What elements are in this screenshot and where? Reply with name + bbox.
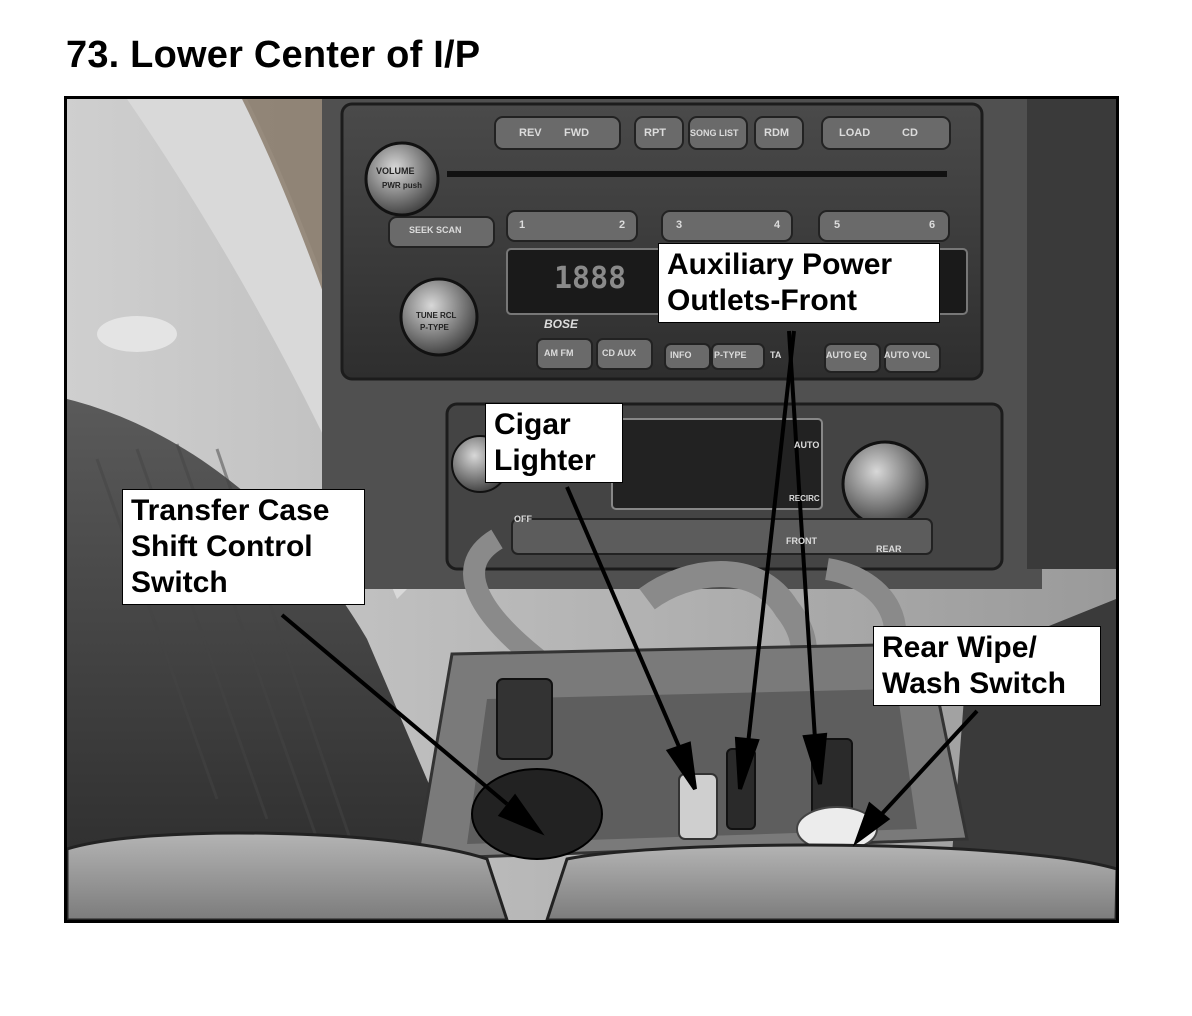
cd-aux-label: CD AUX [602, 348, 636, 358]
load-cd-button[interactable] [821, 116, 951, 150]
transfer-arrow-line [280, 613, 509, 806]
tune-label: TUNE RCL [416, 311, 457, 320]
rdm-button[interactable] [754, 116, 804, 150]
hvac-rear-label: REAR [876, 544, 902, 554]
callout-cigar-line-2: Lighter [494, 444, 596, 477]
cupholder-left [67, 831, 509, 920]
rearwipe-arrow-head [852, 801, 891, 847]
callout-aux-line-2: Outlets-Front [667, 284, 857, 317]
callout-cigar-line-1: Cigar [494, 408, 571, 441]
callout-cigar-lighter: Cigar Lighter [485, 403, 623, 483]
auto-eq-label: AUTO EQ [826, 350, 867, 360]
aux-arrow-left-line [746, 330, 796, 745]
tune-knob[interactable] [399, 277, 479, 357]
floor-mat-ribs [95, 443, 359, 860]
preset-4-label: 4 [774, 219, 781, 231]
hvac-recirc-label: RECIRC [789, 494, 820, 503]
info-label: INFO [670, 350, 692, 360]
aux-arrow-left-head [734, 736, 760, 790]
photo-frame [64, 96, 1119, 923]
cigar-arrow-head [665, 741, 697, 791]
cigar-arrow-line [565, 486, 682, 750]
info-button[interactable] [664, 343, 711, 370]
preset-1-label: 1 [519, 219, 525, 231]
leader-arrows [280, 330, 979, 847]
am-fm-button[interactable] [536, 338, 593, 370]
preset-6-label: 6 [929, 219, 935, 231]
rdm-label: RDM [764, 127, 789, 139]
transfer-case-switch-body [471, 768, 603, 860]
volume-label: VOLUME [376, 166, 415, 176]
radio-labels: REV FWD RPT SONG LIST RDM LOAD CD VOLUME… [376, 127, 935, 554]
rpt-button[interactable] [634, 116, 684, 150]
bose-label: BOSE [544, 317, 579, 331]
rev-fwd-button[interactable] [494, 116, 621, 150]
aux-arrow-right-line [787, 330, 817, 740]
seek-label: SEEK SCAN [409, 225, 462, 235]
fwd-label: FWD [564, 127, 589, 139]
ptype-button[interactable] [711, 343, 765, 370]
transfer-case-connector [496, 678, 553, 760]
cigar-lighter-socket [678, 773, 718, 840]
dashboard-photo [67, 99, 1116, 920]
page-title: 73. Lower Center of I/P [66, 34, 481, 76]
ta-label: TA [770, 350, 782, 360]
seek-button[interactable] [388, 216, 495, 248]
callout-auxiliary-power-outlets: Auxiliary Power Outlets-Front [658, 243, 940, 323]
cd-label: CD [902, 127, 918, 139]
preset-3-label: 3 [676, 219, 682, 231]
load-label: LOAD [839, 127, 870, 139]
preset-5-label: 5 [834, 219, 840, 231]
rev-label: REV [519, 127, 542, 139]
am-fm-label: AM FM [544, 348, 574, 358]
song-list-button[interactable] [688, 116, 748, 150]
volume-sub-label: PWR push [382, 181, 422, 190]
preset-1-2-button[interactable] [506, 210, 638, 242]
rpt-label: RPT [644, 127, 666, 139]
hvac-auto-label: AUTO [794, 440, 819, 450]
auto-eq-button[interactable] [824, 343, 881, 373]
callout-transfer-line-2: Shift Control [131, 530, 313, 563]
radio-display-value: 1888 [554, 261, 626, 296]
song-list-label: SONG LIST [690, 128, 739, 138]
callout-rearwipe-line-1: Rear Wipe/ [882, 631, 1037, 664]
preset-2-label: 2 [619, 219, 625, 231]
cd-slot [447, 171, 947, 177]
preset-5-6-button[interactable] [818, 210, 950, 242]
callout-rearwipe-line-2: Wash Switch [882, 667, 1066, 700]
cd-aux-button[interactable] [596, 338, 653, 370]
hvac-off-label: OFF [514, 514, 532, 524]
callout-transfer-line-1: Transfer Case [131, 494, 330, 527]
pedal-area [97, 316, 177, 352]
auto-vol-button[interactable] [884, 343, 941, 373]
hvac-front-label: FRONT [786, 536, 817, 546]
transfer-arrow-head [497, 793, 545, 836]
volume-knob[interactable] [364, 141, 440, 217]
rearwipe-arrow-line [877, 709, 979, 819]
callout-transfer-case-switch: Transfer Case Shift Control Switch [122, 489, 365, 605]
ptype-knob-label: P-TYPE [420, 323, 450, 332]
callout-rear-wipe-switch: Rear Wipe/ Wash Switch [873, 626, 1101, 706]
preset-3-4-button[interactable] [661, 210, 793, 242]
ptype-label: P-TYPE [714, 350, 747, 360]
callout-transfer-line-3: Switch [131, 566, 228, 599]
auto-vol-label: AUTO VOL [884, 350, 931, 360]
cupholder-right [545, 843, 1116, 920]
hvac-button-row[interactable] [511, 518, 933, 555]
right-bezel [1027, 99, 1116, 569]
aux-arrow-right-head [802, 732, 828, 785]
callout-aux-line-1: Auxiliary Power [667, 248, 893, 281]
